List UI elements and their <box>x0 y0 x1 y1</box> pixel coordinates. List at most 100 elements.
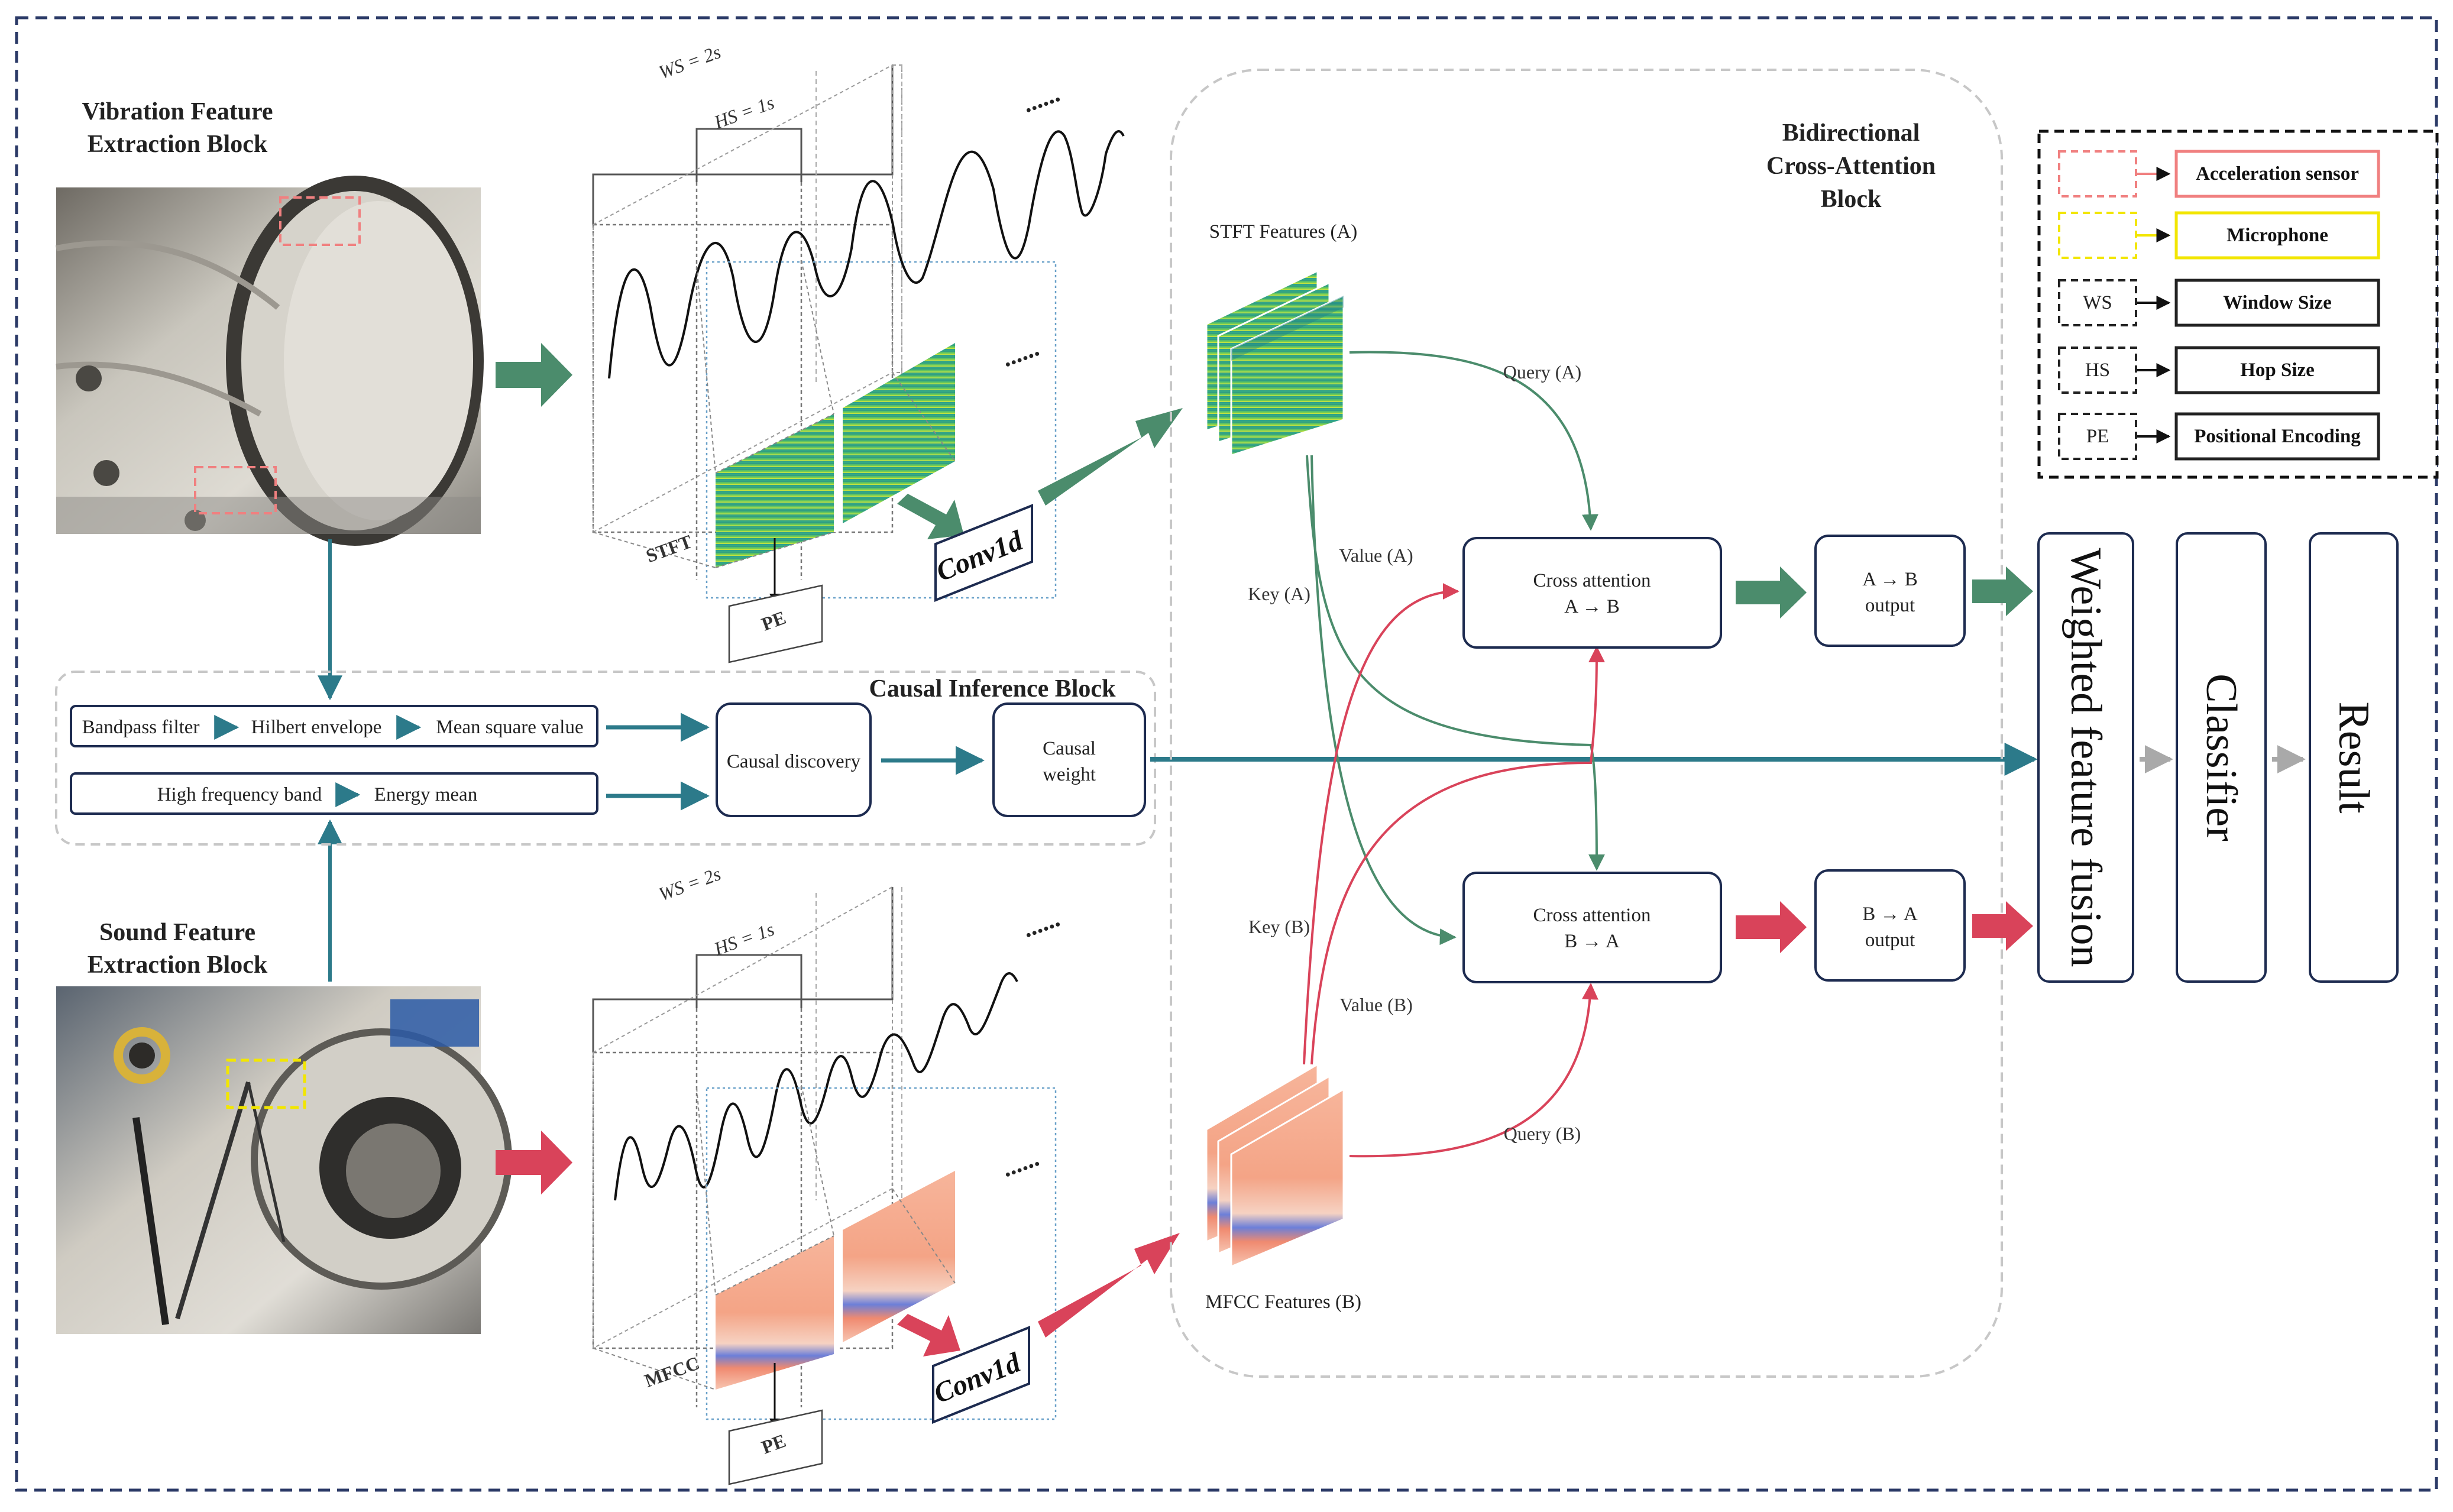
acceleration-sensor-marker-top <box>279 196 361 246</box>
sound-windowing <box>592 886 1057 1420</box>
legend-swatch-3 <box>2058 347 2137 394</box>
classifier-label: Classifier <box>2197 674 2245 841</box>
ba-output-box[interactable] <box>1814 869 1966 982</box>
key-a-label: Key (A) <box>1248 583 1310 604</box>
sound-input-arrow <box>496 1131 572 1194</box>
vibration-ws-label: WS = 2s <box>656 41 723 83</box>
vibration-hs-label: HS = 1s <box>711 92 777 133</box>
weighted-feature-fusion-label: Weighted feature fusion <box>2062 548 2110 967</box>
value-a-label: Value (A) <box>1339 545 1413 566</box>
legend-label-1: Microphone <box>2227 225 2328 246</box>
ba-to-output-arrow <box>1736 901 1807 953</box>
mfcc-feature-stack <box>1205 1063 1345 1268</box>
legend-swatch-2 <box>2058 279 2137 326</box>
ab-to-output-arrow <box>1736 566 1807 619</box>
sound-wave-ellipsis: ...... <box>1019 905 1063 943</box>
classifier-box[interactable] <box>2176 532 2267 983</box>
attention-block-title-2: Cross-Attention <box>1766 153 1936 180</box>
sound-ws-label: WS = 2s <box>656 863 723 905</box>
mfcc-features-label: MFCC Features (B) <box>1205 1291 1361 1313</box>
microphone-marker <box>226 1058 306 1109</box>
ba-output-to-fusion-arrow <box>1972 901 2033 951</box>
cross-attention-ba-label-1: Cross attention <box>1533 905 1651 926</box>
vibration-windowing <box>592 64 1125 599</box>
attention-block-title-1: Bidirectional <box>1782 119 1920 147</box>
legend-label-2: Window Size <box>2223 292 2332 313</box>
result-box[interactable] <box>2309 532 2399 983</box>
stft-label: STFT <box>643 530 695 566</box>
value-b-label: Value (B) <box>1339 994 1413 1015</box>
sound-conv1d-box[interactable] <box>932 1326 1030 1424</box>
sound-to-conv-arrow <box>897 1314 960 1356</box>
acceleration-sensor-marker-bottom <box>194 466 277 514</box>
ab-output-label-1: A → B <box>1862 569 1918 590</box>
sound-pe-box <box>728 1409 823 1485</box>
energy-mean-label: Energy mean <box>374 784 477 805</box>
attention-block-frame <box>1170 69 2003 1378</box>
legend-key-2: WS <box>2083 292 2112 313</box>
vibration-to-conv-arrow <box>897 494 964 539</box>
vibration-conv-to-features-arrow <box>1038 408 1183 506</box>
legend-label-box-3 <box>2174 346 2380 394</box>
vibration-block-title-1: Vibration Feature <box>82 98 273 125</box>
mean-square-value-label: Mean square value <box>436 717 583 738</box>
legend-swatch-4 <box>2058 413 2137 460</box>
ab-output-to-fusion-arrow <box>1972 566 2033 616</box>
hilbert-envelope-label: Hilbert envelope <box>251 717 382 738</box>
causal-weight-label-1: Causal <box>1043 738 1096 759</box>
causal-discovery-box[interactable] <box>716 702 872 817</box>
cross-attention-ab-label-1: Cross attention <box>1533 570 1651 591</box>
vibration-input-arrow <box>496 343 572 407</box>
query-a-connection <box>1349 351 1598 531</box>
legend-swatch-0 <box>2058 150 2137 198</box>
ab-output-box[interactable] <box>1814 535 1966 647</box>
legend-label-3: Hop Size <box>2240 360 2315 381</box>
vibration-wave-ellipsis: ...... <box>1019 80 1063 118</box>
attention-block-title-3: Block <box>1821 186 1882 213</box>
value-a-connection <box>1306 455 1605 871</box>
cross-attention-ba-box[interactable] <box>1462 872 1722 983</box>
cross-attention-ab-label-2: A → B <box>1564 596 1620 617</box>
value-b-connection <box>1310 646 1605 1065</box>
legend-label-box-4 <box>2174 412 2380 461</box>
key-b-label: Key (B) <box>1248 916 1310 937</box>
high-frequency-band-label: High frequency band <box>157 784 322 805</box>
sound-conv-to-features-arrow <box>1038 1233 1180 1338</box>
vibration-pe-box <box>728 584 823 663</box>
legend-key-4: PE <box>2086 426 2109 447</box>
vibration-block-title-2: Extraction Block <box>88 131 268 158</box>
weighted-feature-fusion-box[interactable] <box>2037 532 2134 983</box>
vibration-conv1d-box[interactable] <box>934 504 1033 602</box>
legend-label-box-2 <box>2174 279 2380 327</box>
vibration-photo <box>56 176 484 546</box>
ab-output-label-2: output <box>1865 595 1915 616</box>
query-b-connection <box>1349 983 1598 1158</box>
cross-attention-ab-box[interactable] <box>1462 537 1722 649</box>
causal-discovery-label: Causal discovery <box>727 751 861 772</box>
mfcc-label: MFCC <box>642 1352 702 1391</box>
stft-feature-stack <box>1205 269 1345 457</box>
query-a-label: Query (A) <box>1503 361 1581 383</box>
legend-label-box-1 <box>2174 211 2380 260</box>
vibration-stft-ellipsis: ...... <box>998 334 1043 373</box>
ba-output-label-1: B → A <box>1862 904 1918 925</box>
legend-label-0: Acceleration sensor <box>2196 163 2359 184</box>
causal-weight-label-2: weight <box>1043 764 1096 785</box>
stft-features-label: STFT Features (A) <box>1209 221 1358 242</box>
causal-row1-box <box>70 705 598 747</box>
sound-block-title-1: Sound Feature <box>99 919 255 946</box>
legend-label-4: Positional Encoding <box>2194 426 2361 447</box>
sound-photo <box>56 986 512 1334</box>
key-a-connection <box>1310 455 1457 946</box>
key-b-connection <box>1303 583 1459 1065</box>
legend-label-box-0 <box>2174 150 2380 198</box>
cross-attention-ba-label-2: B → A <box>1564 931 1620 952</box>
legend-swatch-1 <box>2058 212 2137 259</box>
legend-key-3: HS <box>2085 360 2110 381</box>
sound-hs-label: HS = 1s <box>711 918 777 960</box>
sound-mfcc-ellipsis: ...... <box>998 1144 1043 1183</box>
causal-weight-box[interactable] <box>992 702 1146 817</box>
